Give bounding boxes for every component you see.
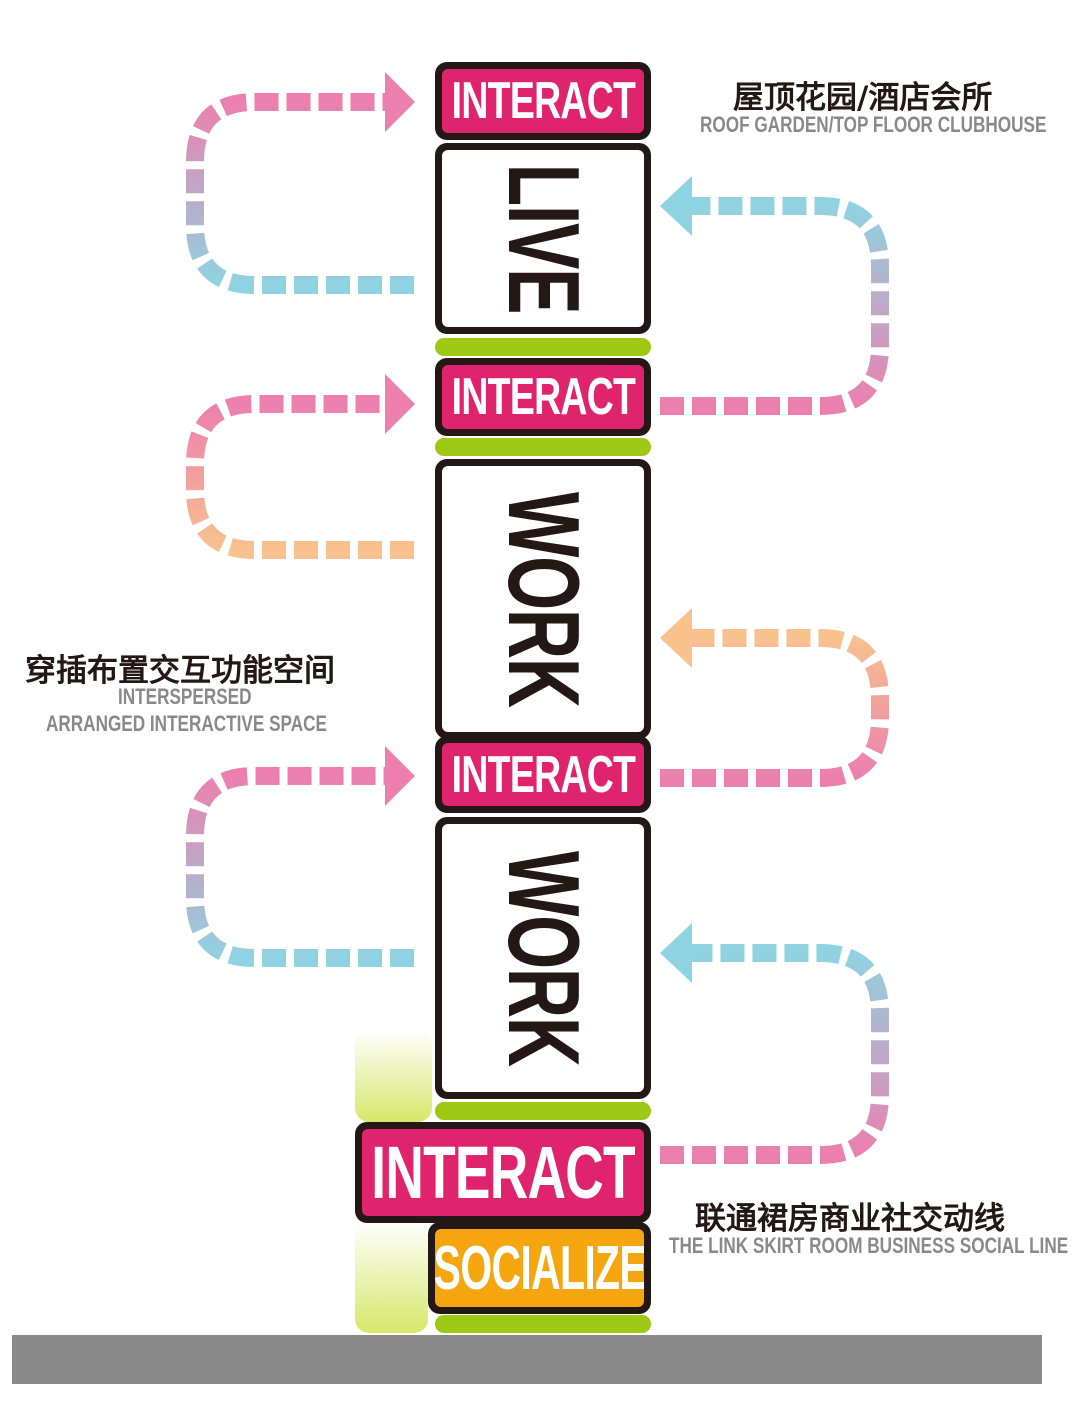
green-slab [435, 1102, 651, 1120]
link-title-en: THE LINK SKIRT ROOM BUSINESS SOCIAL LINE [669, 1233, 1069, 1258]
interspersed-title-en-2: ARRANGED INTERACTIVE SPACE [46, 711, 327, 736]
circulation-arrow-path [186, 767, 414, 967]
interact-label: INTERACT [451, 72, 635, 130]
interact-label: INTERACT [451, 745, 635, 804]
arrowhead-icon [385, 374, 415, 434]
podium-green-pill-bottom [355, 1222, 428, 1333]
link-title-cn: 联通裙房商业社交动线 [695, 1201, 1005, 1237]
live-label: LIVE [487, 163, 600, 314]
roof-garden-title-en: ROOF GARDEN/TOP FLOOR CLUBHOUSE [700, 112, 1047, 137]
roof-garden-title-cn: 屋顶花园/酒店会所 [733, 80, 993, 116]
arrowhead-icon [385, 72, 415, 132]
podium-green-pill-top [355, 1030, 432, 1122]
interact-block-3: INTERACT [435, 736, 651, 813]
socialize-block: SOCIALIZE [428, 1222, 651, 1314]
arrowhead-icon [660, 923, 692, 983]
interact-block-roof: INTERACT [435, 62, 651, 140]
interspersed-title-cn: 穿插布置交互功能空间 [25, 653, 335, 689]
interspersed-title-en-1: INTERSPERSED [118, 684, 252, 709]
work-label: WORK [487, 491, 600, 707]
green-slab [435, 338, 651, 356]
interact-block-2: INTERACT [435, 358, 651, 436]
ground-line [12, 1335, 1042, 1384]
interact-label: INTERACT [451, 368, 635, 426]
interact-block-podium: INTERACT [355, 1122, 651, 1223]
arrowhead-icon [660, 608, 692, 668]
work-label: WORK [487, 850, 600, 1066]
arrowhead-icon [385, 746, 415, 806]
green-slab [435, 438, 651, 456]
arrowhead-icon [660, 176, 692, 236]
socialize-label: SOCIALIZE [435, 1233, 644, 1303]
live-block: LIVE [435, 143, 651, 334]
circulation-arrow-path [186, 395, 414, 559]
circulation-arrow-path [660, 197, 889, 415]
circulation-arrow-path [186, 93, 414, 294]
work-block-1: WORK [435, 459, 651, 739]
green-slab [435, 1315, 651, 1333]
circulation-arrow-path [660, 629, 889, 787]
interact-label: INTERACT [371, 1131, 635, 1214]
circulation-arrow-path [660, 944, 889, 1164]
work-block-2: WORK [435, 817, 651, 1099]
